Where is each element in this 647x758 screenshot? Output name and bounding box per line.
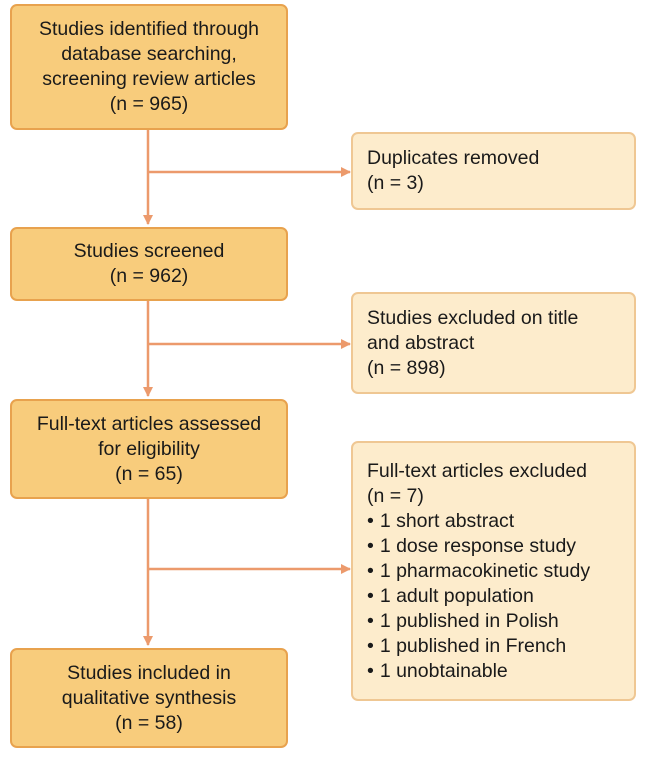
box-fulltext-assessed: Full-text articles assessed for eligibil… — [10, 399, 288, 499]
excluded-title-count: (n = 898) — [367, 356, 446, 379]
exclusion-reason: 1 short abstract — [367, 509, 620, 534]
box-studies-included: Studies included in qualitative synthesi… — [10, 648, 288, 748]
exclusion-reason: 1 pharmacokinetic study — [367, 559, 620, 584]
fulltext-line-1: Full-text articles assessed — [36, 412, 262, 435]
identified-line-3: screening review articles — [42, 68, 256, 90]
identified-line-1: Studies identified through — [38, 18, 260, 40]
included-count: (n = 58) — [115, 711, 183, 734]
screened-count: (n = 962) — [109, 265, 189, 287]
box-excluded-title-abstract: Studies excluded on title and abstract (… — [351, 292, 636, 394]
exclusion-reason: 1 unobtainable — [367, 659, 620, 684]
exclusion-reason: 1 adult population — [367, 584, 620, 609]
box-studies-screened: Studies screened (n = 962) — [10, 227, 288, 301]
excluded-title-line-2: and abstract — [367, 331, 475, 354]
included-line-2: qualitative synthesis — [61, 686, 237, 709]
box-fulltext-excluded: Full-text articles excluded (n = 7) 1 sh… — [351, 441, 636, 701]
fulltext-excluded-count: (n = 7) — [367, 484, 424, 507]
duplicates-label: Duplicates removed — [367, 147, 540, 169]
identified-line-2: database searching, — [61, 43, 237, 65]
exclusion-reasons-list: 1 short abstract 1 dose response study 1… — [367, 509, 620, 684]
fulltext-count: (n = 65) — [115, 462, 183, 485]
box-duplicates-removed: Duplicates removed (n = 3) — [351, 132, 636, 210]
exclusion-reason: 1 published in Polish — [367, 609, 620, 634]
fulltext-excluded-label: Full-text articles excluded — [367, 459, 588, 482]
included-line-1: Studies included in — [67, 661, 231, 684]
exclusion-reason: 1 dose response study — [367, 534, 620, 559]
duplicates-count: (n = 3) — [367, 172, 424, 194]
box-studies-identified: Studies identified through database sear… — [10, 4, 288, 130]
excluded-title-line-1: Studies excluded on title — [367, 306, 579, 329]
identified-count: (n = 965) — [109, 93, 189, 115]
fulltext-line-2: for eligibility — [98, 437, 200, 460]
screened-label: Studies screened — [73, 240, 225, 262]
exclusion-reason: 1 published in French — [367, 634, 620, 659]
